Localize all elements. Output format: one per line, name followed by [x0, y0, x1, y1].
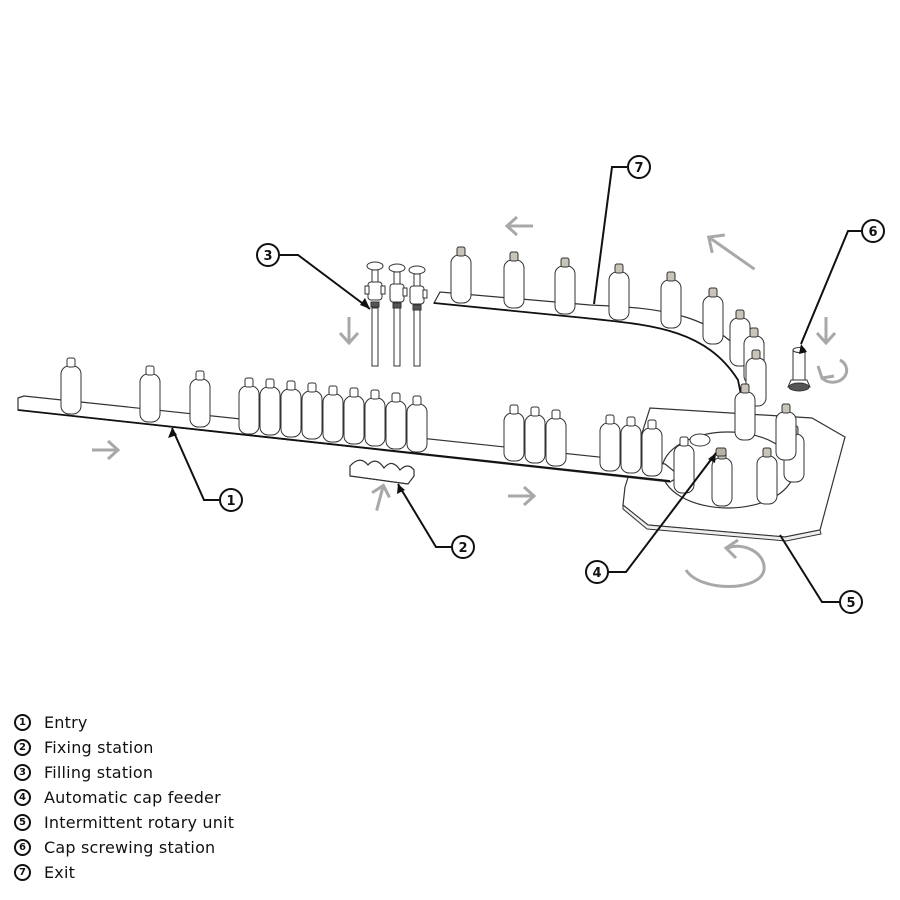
- svg-text:5: 5: [846, 596, 855, 611]
- legend-item-cap-feeder: 4 Automatic cap feeder: [14, 785, 234, 810]
- arrow-down-icon: [338, 315, 360, 345]
- legend-label: Intermittent rotary unit: [44, 813, 235, 832]
- legend-number: 5: [14, 814, 31, 831]
- legend-number: 1: [14, 714, 31, 731]
- legend-item-rotary-unit: 5 Intermittent rotary unit: [14, 810, 234, 835]
- arrow-down-icon: [815, 315, 837, 345]
- arrow-left-icon: [505, 215, 535, 237]
- arrow-up-icon: [366, 481, 394, 515]
- arrow-right-icon: [90, 439, 120, 461]
- rotate-icon: [816, 358, 849, 384]
- svg-text:3: 3: [263, 249, 272, 264]
- svg-text:1: 1: [226, 494, 235, 509]
- legend-label: Exit: [44, 863, 76, 882]
- motion-arrows: [90, 215, 849, 588]
- cap-screwing-head: [787, 347, 811, 392]
- rotate-large-icon: [684, 538, 766, 588]
- legend-label: Filling station: [44, 763, 154, 782]
- fixing-station-block: [349, 459, 415, 485]
- callout-3: 3: [256, 243, 280, 267]
- legend-number: 3: [14, 764, 31, 781]
- leader-lines: [171, 166, 862, 603]
- legend-number: 7: [14, 864, 31, 881]
- legend-item-cap-screwing: 6 Cap screwing station: [14, 835, 234, 860]
- callout-4: 4: [585, 560, 609, 584]
- callout-7: 7: [627, 155, 651, 179]
- legend: 1 Entry 2 Fixing station 3 Filling stati…: [14, 710, 234, 885]
- svg-text:6: 6: [868, 225, 877, 240]
- filling-station-nozzles: [364, 261, 428, 367]
- callout-2: 2: [451, 535, 475, 559]
- legend-label: Cap screwing station: [44, 838, 216, 857]
- callout-6: 6: [861, 219, 885, 243]
- svg-text:2: 2: [458, 541, 467, 556]
- legend-label: Automatic cap feeder: [44, 788, 221, 807]
- legend-item-filling-station: 3 Filling station: [14, 760, 234, 785]
- turntable-pocket: [689, 433, 711, 447]
- legend-item-exit: 7 Exit: [14, 860, 234, 885]
- filling-line-diagram: 1 2 3 4 5 6 7: [17, 155, 885, 614]
- svg-text:7: 7: [634, 161, 643, 176]
- legend-number: 6: [14, 839, 31, 856]
- legend-label: Entry: [44, 713, 88, 732]
- leader-arrowheads: [168, 298, 807, 494]
- callout-5: 5: [839, 590, 863, 614]
- legend-label: Fixing station: [44, 738, 154, 757]
- callout-1: 1: [219, 488, 243, 512]
- arrow-up-left-icon: [706, 233, 756, 271]
- arrow-right-icon: [506, 485, 536, 507]
- legend-number: 4: [14, 789, 31, 806]
- legend-item-fixing-station: 2 Fixing station: [14, 735, 234, 760]
- cap-feeder-cap: [715, 447, 727, 457]
- legend-item-entry: 1 Entry: [14, 710, 234, 735]
- exit-conveyor-bottles: [450, 246, 767, 407]
- svg-text:4: 4: [592, 566, 601, 581]
- rotary-unit-plate-edge: [622, 503, 822, 542]
- legend-number: 2: [14, 739, 31, 756]
